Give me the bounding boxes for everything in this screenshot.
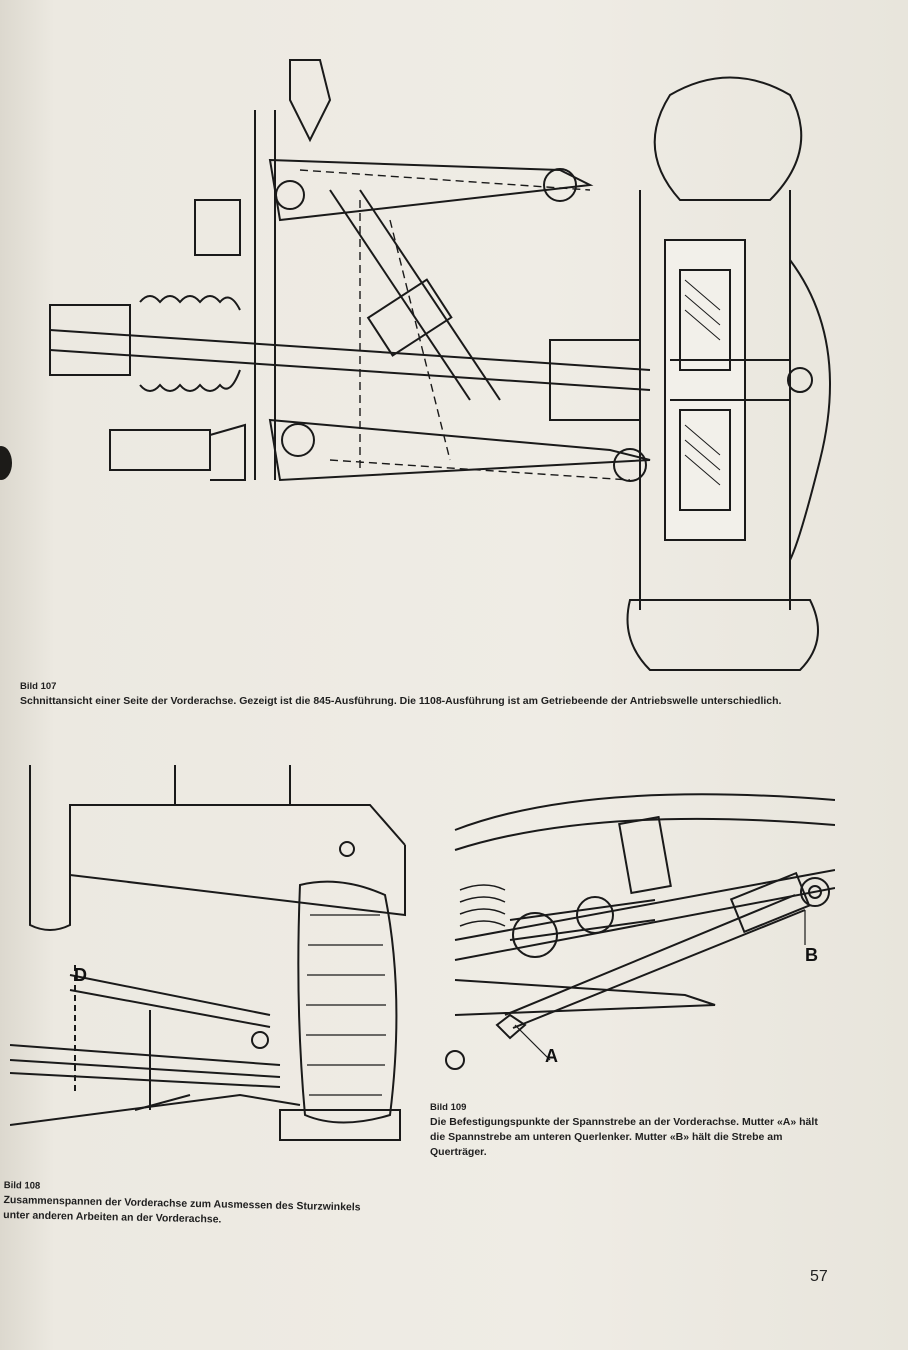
figure-108-caption: Bild 108 Zusammenspannen der Vorderachse…: [3, 1178, 384, 1231]
figure-109-caption: Bild 109 Die Befestigungspunkte der Span…: [430, 1100, 830, 1160]
callout-d: D: [74, 965, 87, 985]
axle-clamping-drawing: [10, 765, 415, 1150]
figure-107-label: Bild 107: [20, 681, 57, 692]
punch-hole: [0, 446, 12, 480]
page-number: 57: [810, 1268, 828, 1285]
figure-109-label: Bild 109: [430, 1102, 467, 1113]
figure-108-caption-text: Zusammenspannen der Vorderachse zum Ausm…: [3, 1193, 361, 1226]
figure-107-caption-text: Schnittansicht einer Seite der Vorderach…: [20, 695, 782, 707]
tension-strut-drawing: [435, 770, 835, 1100]
callout-b: B: [805, 945, 818, 965]
front-axle-section-drawing: [30, 40, 880, 680]
callout-a: A: [545, 1046, 558, 1066]
figure-109-caption-text: Die Befestigungspunkte der Spannstrebe a…: [430, 1116, 818, 1158]
figure-107-caption: Bild 107 Schnittansicht einer Seite der …: [20, 679, 800, 709]
